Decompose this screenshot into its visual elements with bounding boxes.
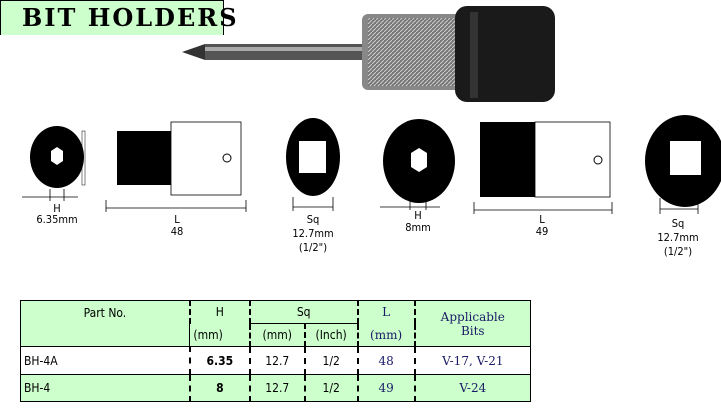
table-title: BIT HOLDERS bbox=[22, 3, 239, 32]
cell-part: BH-4 bbox=[19, 374, 190, 402]
l-value-2: 49 bbox=[535, 225, 549, 238]
sq-value-2: 12.7mm bbox=[657, 231, 699, 244]
bh-4-diagram bbox=[380, 115, 721, 214]
sq-label-1: Sq bbox=[306, 213, 320, 226]
bh-4a-diagram bbox=[22, 118, 340, 212]
table-row: BH-4A 6.35 12.7 1/2 48 V-17, V-21 bbox=[19, 346, 531, 375]
sq-label-2: Sq bbox=[671, 217, 685, 230]
header-sq: Sq bbox=[248, 300, 358, 324]
header-l-unit: (mm) bbox=[356, 323, 415, 347]
header-h: H bbox=[188, 300, 250, 324]
l-label-1: L bbox=[174, 213, 180, 226]
h-value-2: 8mm bbox=[405, 221, 431, 234]
sq-value-1: 12.7mm bbox=[292, 227, 334, 240]
cell-l: 48 bbox=[356, 346, 415, 375]
cell-sq-inch: 1/2 bbox=[303, 374, 358, 402]
cell-h: 6.35 bbox=[188, 346, 250, 375]
h-label-2: H bbox=[414, 209, 422, 222]
header-part-no: Part No. bbox=[19, 300, 190, 347]
cell-l: 49 bbox=[356, 374, 415, 402]
h-label-1: H bbox=[53, 202, 61, 215]
cell-sq-mm: 12.7 bbox=[248, 346, 305, 375]
cell-part: BH-4A bbox=[19, 346, 190, 375]
header-h-unit: (mm) bbox=[189, 323, 250, 347]
l-label-2: L bbox=[539, 213, 545, 226]
header-sq-inch: (Inch) bbox=[303, 323, 358, 347]
cell-sq-mm: 12.7 bbox=[248, 374, 305, 402]
l-value-1: 48 bbox=[170, 225, 184, 238]
cell-bits: V-17, V-21 bbox=[413, 346, 531, 375]
cell-h: 8 bbox=[188, 374, 250, 402]
header-l: L bbox=[356, 300, 415, 324]
cell-sq-inch: 1/2 bbox=[303, 346, 358, 375]
cell-bits: V-24 bbox=[413, 374, 531, 402]
table-title-box: BIT HOLDERS bbox=[0, 0, 237, 35]
sq-inch-2: (1/2") bbox=[663, 245, 693, 258]
header-applicable-bits: Applicable Bits bbox=[413, 300, 531, 347]
bit-holders-table: Part No. H Sq L Applicable Bits (mm) (mm… bbox=[19, 300, 531, 402]
table-row: BH-4 8 12.7 1/2 49 V-24 bbox=[19, 374, 531, 402]
sq-inch-1: (1/2") bbox=[298, 241, 328, 254]
h-value-1: 6.35mm bbox=[36, 213, 78, 226]
header-sq-mm: (mm) bbox=[248, 323, 305, 347]
product-photo bbox=[182, 6, 555, 102]
